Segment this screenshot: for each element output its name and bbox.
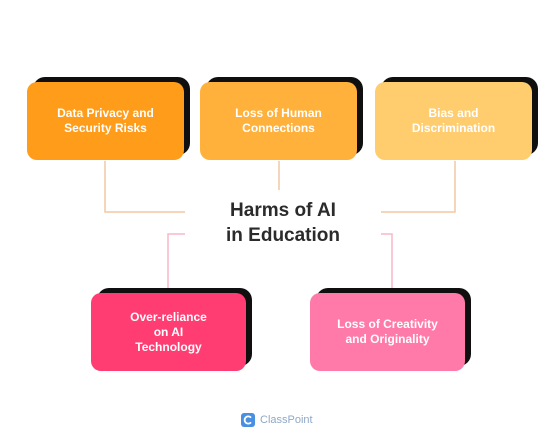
card-data-privacy: Data Privacy and Security Risks xyxy=(27,77,190,160)
card-bias: Bias and Discrimination xyxy=(375,77,538,160)
card-label: Bias and Discrimination xyxy=(411,106,496,135)
card-label: Data Privacy and Security Risks xyxy=(57,106,154,135)
card-human-connections: Loss of Human Connections xyxy=(200,77,363,160)
brand-logo: ClassPoint xyxy=(241,411,313,429)
card-face: Loss of Creativity and Originality xyxy=(310,293,465,371)
card-creativity: Loss of Creativity and Originality xyxy=(310,288,471,371)
connector-bias xyxy=(350,161,456,213)
diagram-title: Harms of AI in Education xyxy=(185,198,381,248)
card-face: Over-reliance on AI Technology xyxy=(91,293,246,371)
card-face: Data Privacy and Security Risks xyxy=(27,82,184,160)
card-label: Loss of Creativity and Originality xyxy=(337,317,438,346)
connector-data-privacy xyxy=(104,161,215,213)
brand-name: ClassPoint xyxy=(260,414,313,426)
card-label: Over-reliance on AI Technology xyxy=(130,309,207,354)
card-label: Loss of Human Connections xyxy=(235,106,322,135)
card-face: Loss of Human Connections xyxy=(200,82,357,160)
card-face: Bias and Discrimination xyxy=(375,82,532,160)
card-over-reliance: Over-reliance on AI Technology xyxy=(91,288,252,371)
classpoint-logo-icon xyxy=(241,413,255,427)
